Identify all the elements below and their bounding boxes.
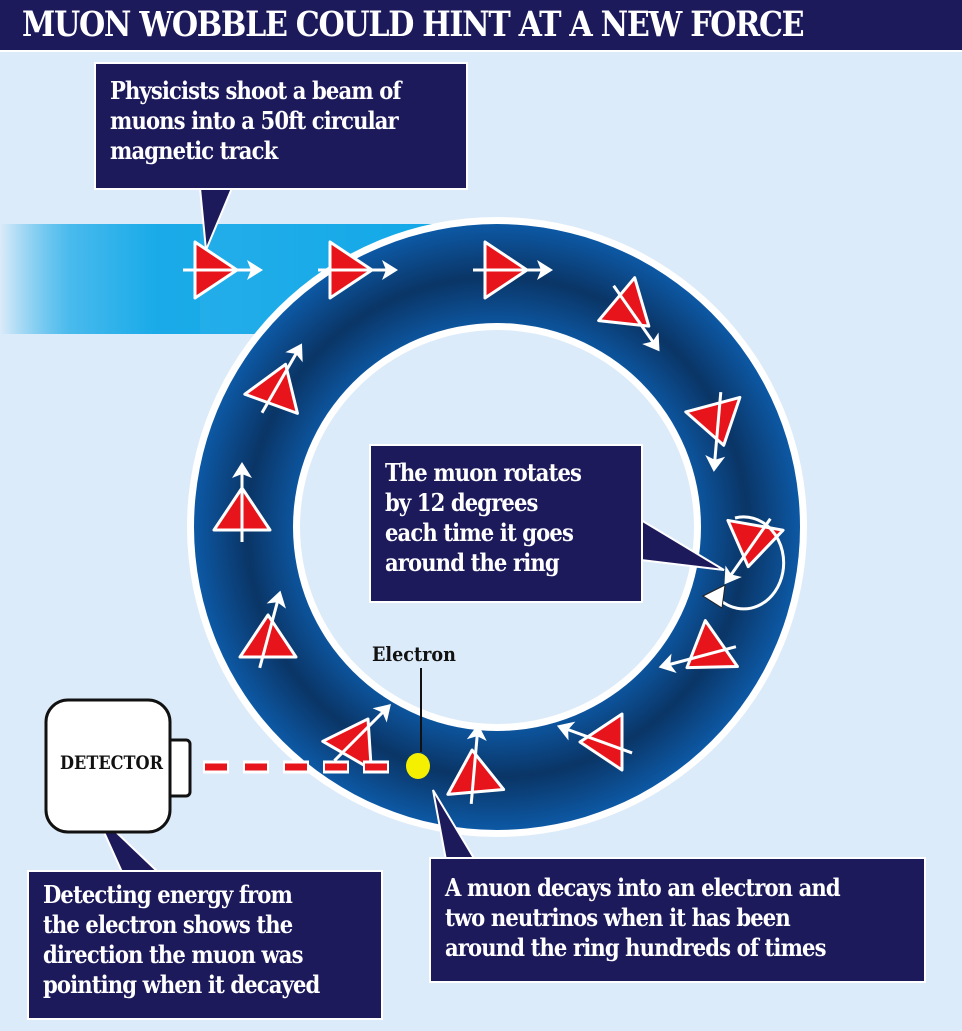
electron-label: Electron — [372, 642, 456, 666]
callout-text: two neutrinos when it has been — [445, 903, 791, 932]
spin-arrow-icon — [183, 260, 263, 280]
callout-text: pointing when it decayed — [43, 970, 320, 999]
muon-icon — [318, 240, 398, 300]
rotation-arrow-icon — [719, 515, 786, 611]
callout-text: each time it goes — [385, 518, 574, 547]
beam-overlay — [0, 224, 200, 334]
muon-icon — [556, 712, 633, 772]
muon-icon — [658, 619, 739, 673]
muon-body — [446, 748, 506, 796]
muon-icon — [597, 276, 660, 352]
muon-icon — [321, 704, 391, 771]
muon-icon — [183, 240, 263, 300]
callout-text: direction the muon was — [43, 940, 303, 969]
callout-beam: Physicists shoot a beam of muons into a … — [94, 62, 468, 190]
spin-arrow-icon — [705, 391, 726, 472]
spin-arrow-icon — [556, 721, 633, 755]
spin-arrow-icon — [232, 462, 252, 542]
electron-dot — [406, 753, 430, 779]
callout-detector: Detecting energy from the electron shows… — [27, 870, 383, 1020]
spin-arrow-icon — [612, 284, 660, 352]
muon-body — [726, 518, 785, 569]
spin-arrow-icon — [258, 590, 286, 669]
callout-text: by 12 degrees — [385, 488, 538, 517]
diagram-title: MUON WOBBLE COULD HINT AT A NEW FORCE — [22, 4, 805, 45]
muon-icon — [243, 343, 303, 415]
callout-rotation: The muon rotates by 12 degrees each time… — [369, 444, 643, 603]
callout-text: magnetic track — [110, 136, 278, 165]
callout-text: the electron shows the — [43, 910, 293, 939]
callout-text: Physicists shoot a beam of — [110, 76, 402, 105]
callout-text: A muon decays into an electron and — [445, 873, 841, 902]
rotation-arrowhead-icon — [701, 584, 726, 609]
muon-icon — [446, 724, 506, 805]
callout-text: The muon rotates — [385, 458, 582, 487]
spin-arrow-icon — [318, 260, 398, 280]
callout-text: around the ring hundreds of times — [445, 933, 826, 962]
muon-icon — [238, 590, 298, 669]
callout-text: muons into a 50ft circular — [110, 106, 399, 135]
spin-arrow-icon — [724, 517, 772, 585]
spin-arrow-icon — [333, 704, 391, 762]
detector-label: DETECTOR — [60, 752, 164, 774]
muon-icon — [724, 517, 785, 585]
muon-icon — [212, 462, 272, 542]
detector-box — [44, 698, 172, 834]
spin-arrow-icon — [260, 343, 303, 414]
muon-body — [684, 395, 742, 447]
spin-arrow-icon — [658, 645, 737, 673]
callout-decay: A muon decays into an electron and two n… — [429, 857, 926, 983]
muon-body — [321, 717, 373, 771]
muon-icon — [473, 240, 553, 300]
muons — [183, 240, 785, 805]
spin-arrow-icon — [466, 724, 487, 805]
callout-text: around the ring — [385, 548, 560, 577]
title-bar: MUON WOBBLE COULD HINT AT A NEW FORCE — [0, 0, 962, 52]
callout-text: Detecting energy from — [43, 880, 293, 909]
spin-arrow-icon — [473, 260, 553, 280]
muon-icon — [684, 391, 742, 472]
